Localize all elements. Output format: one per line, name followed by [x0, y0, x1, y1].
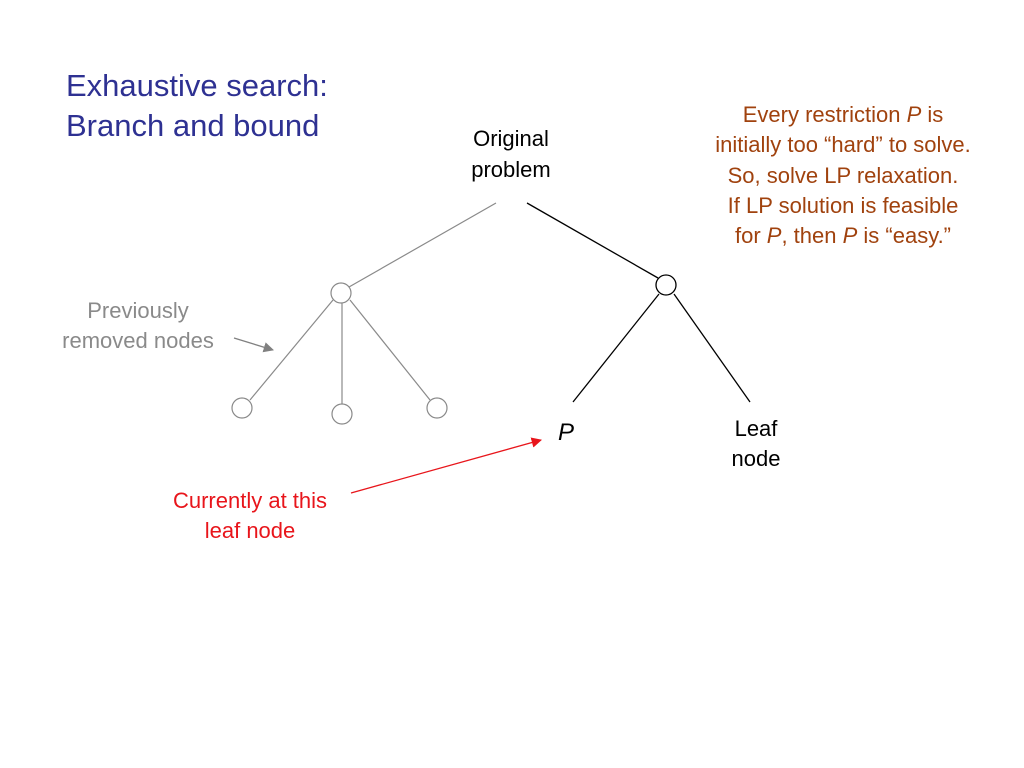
removed-leaf-left	[231, 397, 253, 419]
edge-active-to-p	[572, 293, 660, 403]
previously-removed-nodes-label: Previously removed nodes	[40, 296, 236, 357]
title-line-1: Exhaustive search:	[66, 68, 328, 103]
lp-relaxation-note: Every restriction P is initially too “ha…	[680, 100, 1006, 252]
removed-leaf-middle	[331, 403, 353, 425]
note-line-5: for P, then P is “easy.”	[734, 223, 952, 249]
current-node-arrow	[350, 437, 543, 494]
current-leaf-label: Currently at this leaf node	[150, 486, 350, 547]
removed-node	[330, 282, 352, 304]
title-line-2: Branch and bound	[66, 108, 320, 144]
edge-removed-to-left-child	[249, 299, 334, 401]
slide-title: Exhaustive search: Branch and bound	[66, 66, 328, 147]
note-line-3: So, solve LP relaxation.	[727, 162, 959, 188]
edge-removed-to-right-child	[349, 299, 431, 401]
root-label-line-1: Original	[473, 126, 549, 151]
note-line-2: initially too “hard” to solve.	[715, 132, 971, 158]
edge-active-to-leaf	[673, 293, 751, 403]
leaf-node-label: Leaf node	[716, 414, 796, 475]
root-label-line-2: problem	[471, 156, 551, 182]
prev-label-line-2: removed nodes	[62, 328, 214, 354]
prev-label-line-1: Previously	[87, 298, 189, 323]
current-label-line-1: Currently at this	[172, 488, 328, 513]
edge-root-to-removed-node	[348, 202, 497, 288]
root-node-label: Original problem	[458, 124, 564, 186]
active-node	[655, 274, 677, 296]
p-node-label: P	[558, 419, 575, 446]
note-line-1: Every restriction P is	[742, 102, 944, 127]
removed-nodes-arrow	[233, 337, 274, 353]
leaf-label-line-1: Leaf	[734, 416, 778, 441]
note-line-4: If LP solution is feasible	[727, 193, 959, 219]
edge-root-to-active-node	[526, 202, 659, 279]
removed-leaf-right	[426, 397, 448, 419]
current-label-line-2: leaf node	[204, 518, 296, 544]
leaf-label-line-2: node	[731, 446, 781, 472]
